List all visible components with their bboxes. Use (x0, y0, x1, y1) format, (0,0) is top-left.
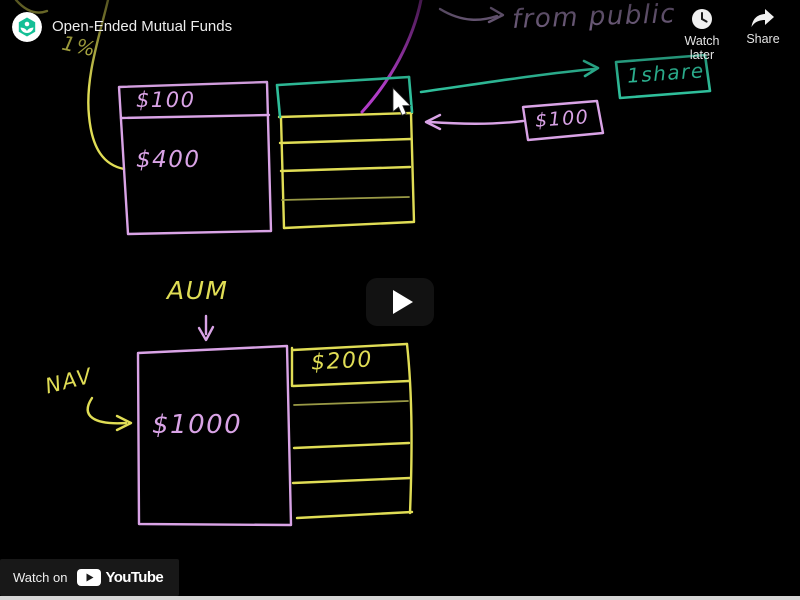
aum-down-arrow (197, 314, 215, 342)
pink-strokes (117, 6, 605, 527)
khan-academy-avatar[interactable] (12, 12, 42, 42)
aum-label: AUM (167, 276, 229, 305)
youtube-play-icon (77, 569, 102, 586)
share-button[interactable]: Share (735, 8, 791, 46)
price-arrow (424, 113, 525, 131)
nav-arrow (86, 396, 133, 432)
share-arrow (419, 59, 600, 94)
watch-on-label: Watch on (13, 570, 68, 585)
from-public-label: from public (511, 0, 677, 35)
play-button[interactable] (366, 278, 434, 326)
price-value: $100 (534, 106, 591, 132)
fund-cash-value: $100 (136, 88, 196, 112)
watch-later-button[interactable]: Watch later (671, 8, 733, 62)
nav-value: $1000 (152, 410, 243, 440)
watch-on-youtube-button[interactable]: Watch on YouTube (0, 559, 180, 596)
ledger2-value: $200 (310, 347, 374, 376)
share-label: Share (746, 32, 780, 46)
fund-assets-value: $400 (136, 147, 201, 173)
cursor-icon (392, 87, 412, 116)
from-public-arrow (438, 6, 505, 24)
magenta-curve (360, 0, 423, 114)
play-icon (392, 290, 413, 314)
youtube-wordmark: YouTube (105, 569, 164, 586)
clock-icon (692, 9, 712, 29)
ledger2-box (290, 342, 414, 520)
youtube-logo: YouTube (77, 569, 164, 586)
ledger1-left (279, 116, 286, 230)
share-icon (751, 9, 774, 27)
aum-box (136, 344, 293, 527)
price-box (521, 99, 605, 142)
yellow-strokes (14, 0, 416, 520)
video-title[interactable]: Open-Ended Mutual Funds (52, 18, 233, 35)
watch-later-label: Watch later (684, 34, 720, 62)
bottom-page-strip (0, 596, 800, 600)
